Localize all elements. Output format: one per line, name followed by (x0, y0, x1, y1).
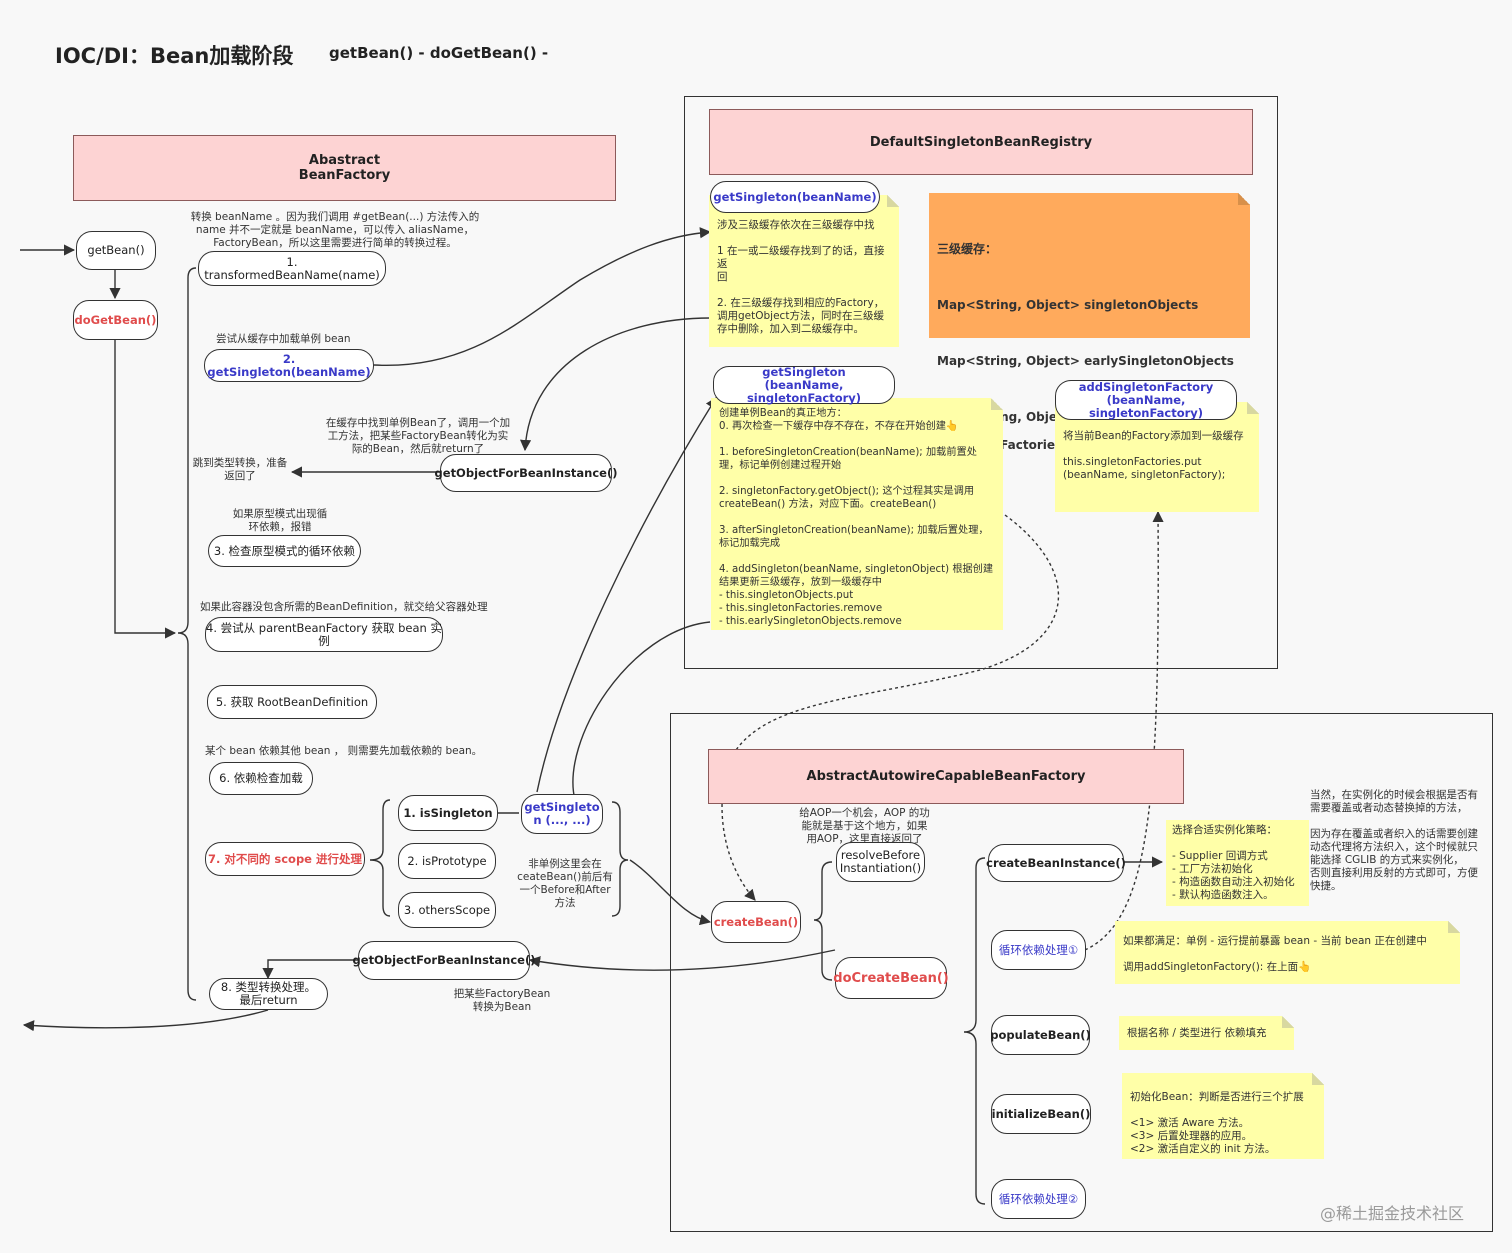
page-title: IOC/DI：Bean加载阶段 (55, 44, 294, 68)
circular-dependency-2-node[interactable]: 循环依赖处理② (991, 1179, 1086, 1219)
registry-frame (684, 96, 1278, 669)
getbean-node[interactable]: getBean() (76, 231, 156, 270)
circular-dependency-1-note: 如果都满足：单例 - 运行提前暴露 bean - 当前 bean 正在创建中 调… (1115, 921, 1460, 984)
get-singleton-factory-note: 创建单例Bean的真正地方： 0. 再次检查一下缓存中存不存在，不存在开始创建👆… (711, 398, 1003, 630)
abstract-bean-factory-class: Abastract BeanFactory (73, 135, 616, 201)
scope-note: 非单例这里会在 ceateBean()前后有 一个Before和After 方法 (517, 858, 613, 909)
create-bean-instance-note: 选择合适实例化策略： - Supplier 回调方式 - 工厂方法初始化 - 构… (1166, 820, 1309, 906)
registry-get-singleton-factory-node[interactable]: getSingleton (beanName, singletonFactory… (713, 365, 895, 404)
dogetbean-node[interactable]: doGetBean() (73, 300, 158, 340)
registry-get-singleton-node[interactable]: getSingleton(beanName) (710, 181, 880, 213)
ofbi-note: 在缓存中找到单例Bean了，调用一个加 工方法，把某些FactoryBean转化… (325, 417, 511, 455)
autowire-frame (670, 713, 1493, 1232)
others-scope-node[interactable]: 3. othersScope (398, 892, 496, 928)
abstract-autowire-capable-bean-factory-class: AbstractAutowireCapableBeanFactory (708, 749, 1184, 804)
populate-bean-node[interactable]: populateBean() (990, 1015, 1091, 1055)
populate-bean-note: 根据名称 / 类型进行 依赖填充 (1119, 1016, 1294, 1050)
create-bean-node[interactable]: createBean() (711, 901, 801, 943)
add-singleton-factory-note: 将当前Bean的Factory添加到一级缓存 this.singletonFac… (1055, 402, 1259, 512)
get-object-for-bean-instance-node-2[interactable]: getObjectForBeanInstance() (353, 941, 535, 980)
step3-note: 如果原型模式出现循 环依赖，报错 (232, 508, 328, 533)
step1-note: 转换 beanName 。因为我们调用 #getBean(...) 方法传入的 … (190, 211, 480, 249)
step4-parent-bean-factory[interactable]: 4. 尝试从 parentBeanFactory 获取 bean 实例 (205, 617, 443, 652)
step6-note: 某个 bean 依赖其他 bean ， 则需要先加载依赖的 bean。 (205, 745, 483, 757)
step5-root-bean-definition[interactable]: 5. 获取 RootBeanDefinition (207, 685, 377, 719)
step3-prototype-check[interactable]: 3. 检查原型模式的循环依赖 (208, 535, 361, 567)
step2-note: 尝试从缓存中加载单例 bean (216, 333, 351, 345)
resolve-note: 给AOP一个机会，AOP 的功 能就是基于这个地方，如果 用AOP，这里直接返回… (799, 807, 930, 845)
step6-dependency-check[interactable]: 6. 依赖检查加载 (209, 762, 313, 795)
get-singleton-note: 涉及三级缓存依次在三级缓存中找 1 在一或二级缓存找到了的话，直接返 回 2. … (709, 195, 899, 347)
create-bean-instance-node[interactable]: createBeanInstance() (986, 844, 1126, 882)
step1-transformed-bean-name[interactable]: 1. transformedBeanName(name) (198, 251, 386, 286)
step4-note: 如果此容器没包含所需的BeanDefinition，就交给父容器处理 (200, 601, 488, 613)
cache-line-singleton-objects: Map<String, Object> singletonObjects (937, 298, 1199, 312)
initialize-bean-node[interactable]: initializeBean() (991, 1094, 1091, 1134)
circular-dependency-1-node[interactable]: 循环依赖处理① (991, 930, 1086, 970)
ofbi2-note: 把某些FactoryBean 转换为Bean (453, 988, 551, 1013)
resolve-before-instantiation-node[interactable]: resolveBefore Instantiation() (836, 842, 925, 882)
step7-scope-handling[interactable]: 7. 对不同的 scope 进行处理 (205, 842, 365, 876)
add-singleton-factory-node[interactable]: addSingletonFactory (beanName, singleton… (1055, 380, 1237, 420)
three-level-cache-note: 三级缓存： Map<String, Object> singletonObjec… (929, 193, 1250, 452)
do-create-bean-node[interactable]: doCreateBean() (833, 957, 949, 999)
is-prototype-node[interactable]: 2. isPrototype (398, 843, 496, 879)
get-singleton-factory-call-node[interactable]: getSingleto n (..., ...) (521, 794, 603, 834)
cache-title: 三级缓存： (937, 242, 998, 256)
watermark: @稀土掘金技术社区 (1320, 1204, 1465, 1223)
create-bean-instance-side-note: 当然，在实例化的时候会根据是否有 需要覆盖或者动态替换掉的方法， 因为存在覆盖或… (1310, 789, 1478, 892)
cache-line-early-singleton-objects: Map<String, Object> earlySingletonObject… (937, 354, 1234, 368)
skip-note: 跳到类型转换，准备 返回了 (192, 457, 288, 482)
is-singleton-node[interactable]: 1. isSingleton (398, 795, 498, 831)
default-singleton-bean-registry-class: DefaultSingletonBeanRegistry (709, 109, 1253, 175)
step8-type-convert-return[interactable]: 8. 类型转换处理。 最后return (209, 978, 328, 1010)
page-subtitle: getBean() - doGetBean() - (329, 44, 549, 62)
step2-get-singleton[interactable]: 2. getSingleton(beanName) (204, 349, 374, 382)
initialize-bean-note: 初始化Bean：判断是否进行三个扩展 <1> 激活 Aware 方法。 <3> … (1122, 1073, 1324, 1159)
get-object-for-bean-instance-node[interactable]: getObjectForBeanInstance() (435, 454, 617, 492)
